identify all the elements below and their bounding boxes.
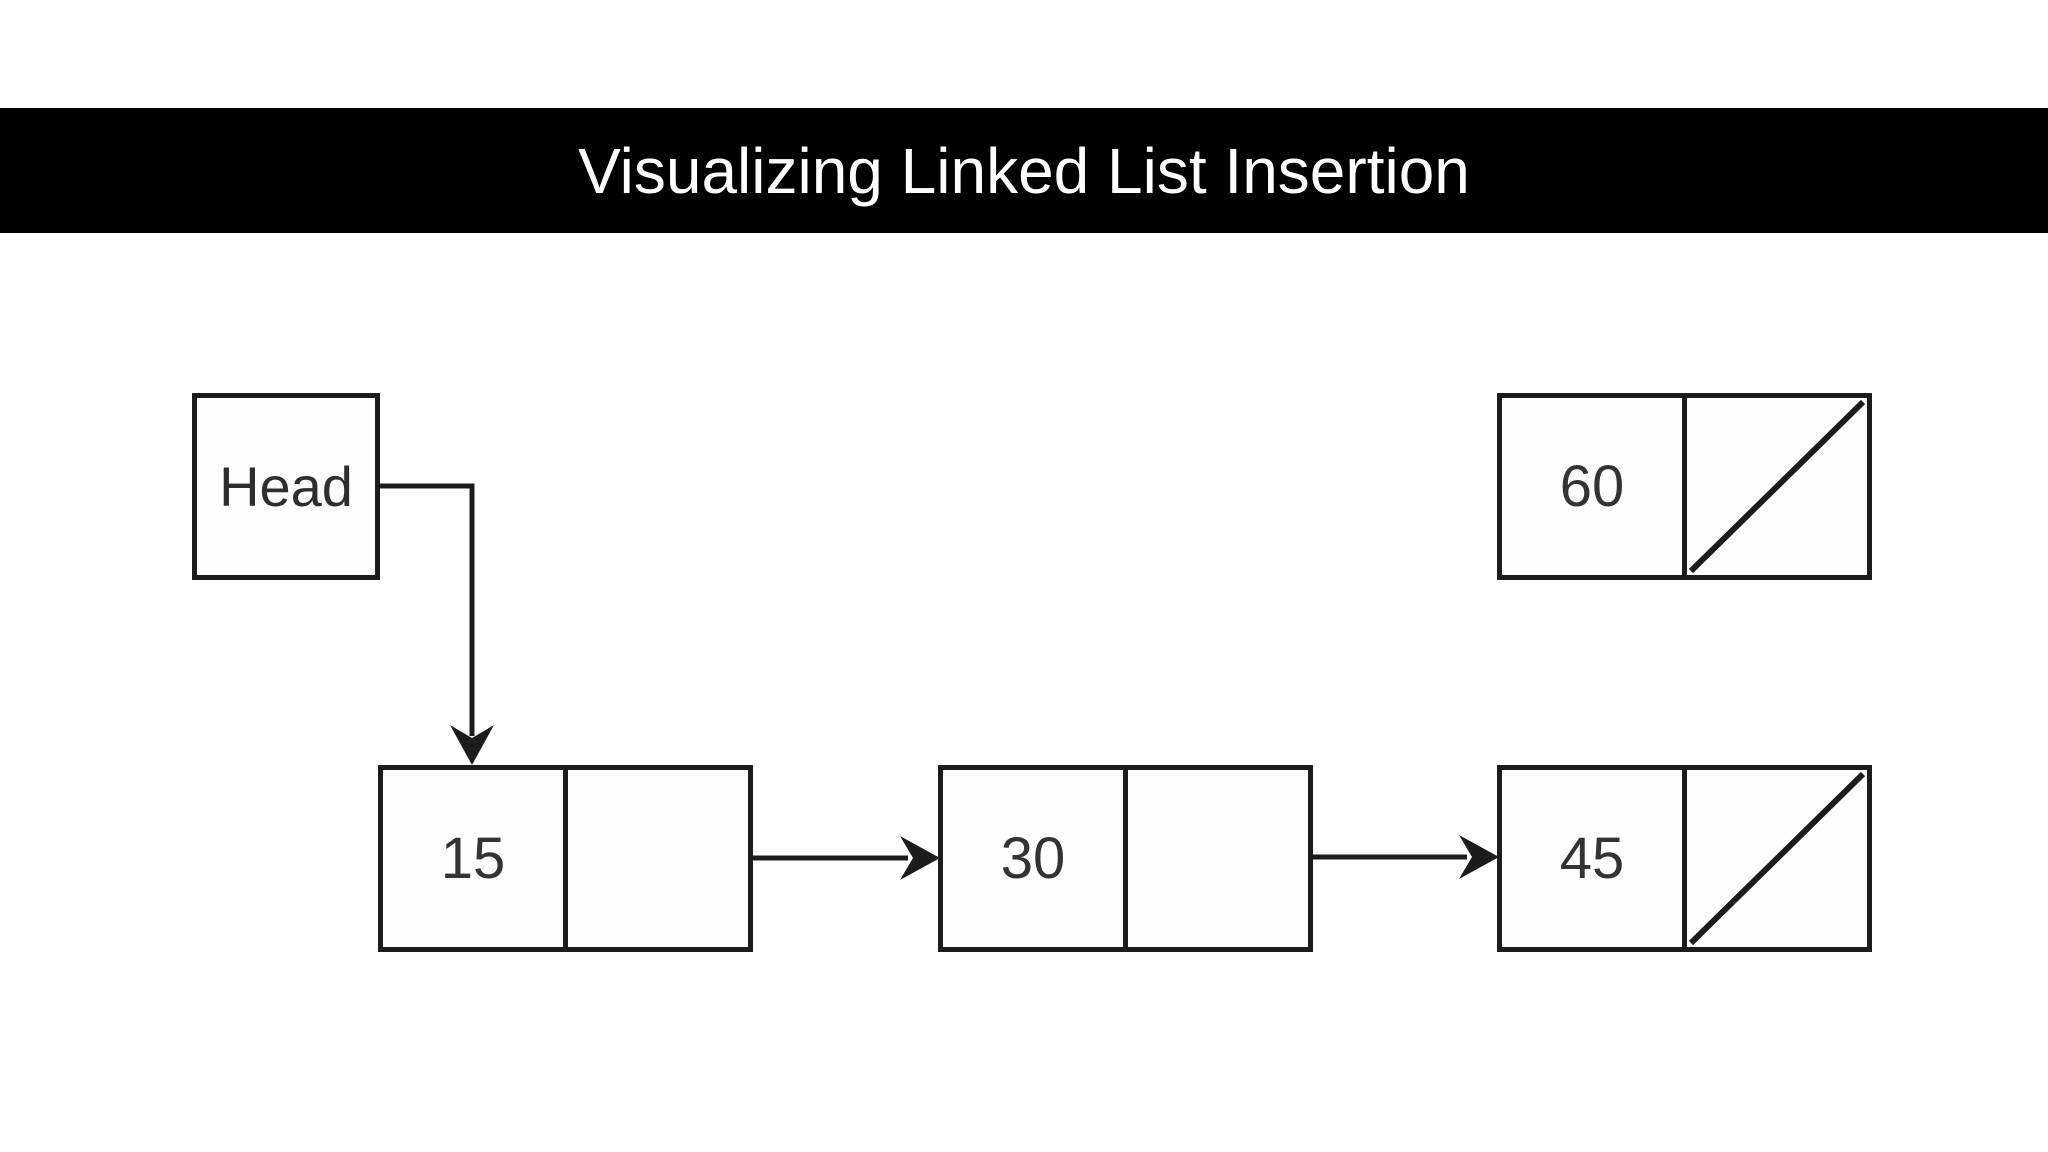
head-box: Head: [192, 393, 380, 580]
node-45-pointer-cell: [1682, 770, 1867, 947]
node-30-value: 30: [1000, 826, 1066, 891]
node-60-data-cell: 60: [1502, 398, 1682, 575]
node-45: 45: [1497, 765, 1872, 952]
node-60-value: 60: [1559, 454, 1625, 519]
node-45-value: 45: [1559, 826, 1625, 891]
arrowhead-right-icon: [1459, 835, 1499, 879]
node-45-data-cell: 45: [1502, 770, 1682, 947]
title-bar: Visualizing Linked List Insertion: [0, 108, 2048, 233]
node-30-data-cell: 30: [943, 770, 1123, 947]
head-to-15-connector: [380, 483, 475, 736]
arrowhead-down-icon: [450, 725, 494, 765]
null-pointer-slash-icon: [1688, 399, 1866, 574]
null-pointer-slash-icon: [1688, 771, 1866, 946]
node-15-pointer-cell: [563, 770, 748, 947]
node-15: 15: [378, 765, 753, 952]
node-15-data-cell: 15: [383, 770, 563, 947]
page-title: Visualizing Linked List Insertion: [578, 134, 1470, 207]
node-60-pointer-cell: [1682, 398, 1867, 575]
node-60: 60: [1497, 393, 1872, 580]
node-15-value: 15: [440, 826, 506, 891]
arrowhead-right-icon: [900, 836, 940, 880]
node-30-pointer-cell: [1123, 770, 1308, 947]
head-label: Head: [219, 455, 353, 518]
node-30: 30: [938, 765, 1313, 952]
